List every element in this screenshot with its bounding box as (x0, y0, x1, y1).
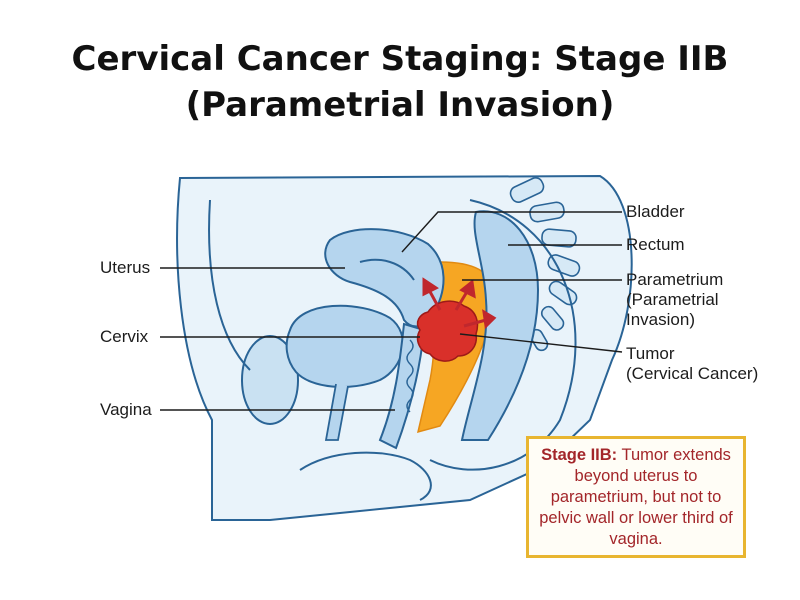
label-vagina: Vagina (100, 400, 152, 419)
vaginal-canal (378, 322, 426, 450)
anterior-tissue-layer (208, 199, 251, 371)
title-line-1: Cervical Cancer Staging: Stage IIB (71, 39, 729, 79)
stage-callout-box: Stage IIB: Tumor extends beyond uterus t… (526, 436, 746, 558)
label-uterus: Uterus (100, 258, 151, 277)
callout-text: Tumor extends beyond uterus to parametri… (539, 446, 733, 548)
page-title: Cervical Cancer Staging: Stage IIB (Para… (0, 36, 800, 128)
tumor-leader (459, 333, 623, 353)
parametrium-line-3: Invasion) (626, 310, 695, 329)
perineum-outline (299, 451, 432, 501)
rectum (460, 210, 540, 441)
label-cervix: Cervix (100, 327, 149, 346)
uterine-cavity (359, 258, 415, 281)
callout-heading: Stage IIB: (541, 446, 618, 464)
label-rectum: Rectum (626, 235, 685, 254)
parametrium-line-1: Parametrium (626, 270, 724, 289)
vaginal-rugae (406, 339, 414, 413)
bladder-leader (401, 211, 622, 253)
urethra (324, 383, 349, 441)
leader-lines (160, 211, 623, 411)
tumor (416, 300, 479, 362)
label-parametrium: Parametrium (Parametrial Invasion) (626, 270, 723, 330)
pubic-bone (241, 335, 299, 425)
invasion-arrows (422, 277, 497, 330)
bladder (285, 304, 404, 388)
tumor-line-2: (Cervical Cancer) (626, 364, 759, 383)
posterior-tissue-layer (429, 199, 577, 471)
label-bladder: Bladder (626, 202, 685, 221)
tumor-line-1: Tumor (626, 344, 675, 363)
title-line-2: (Parametrial Invasion) (185, 85, 615, 125)
parametrium-line-2: (Parametrial (626, 290, 719, 309)
label-tumor: Tumor (Cervical Cancer) (626, 344, 758, 384)
